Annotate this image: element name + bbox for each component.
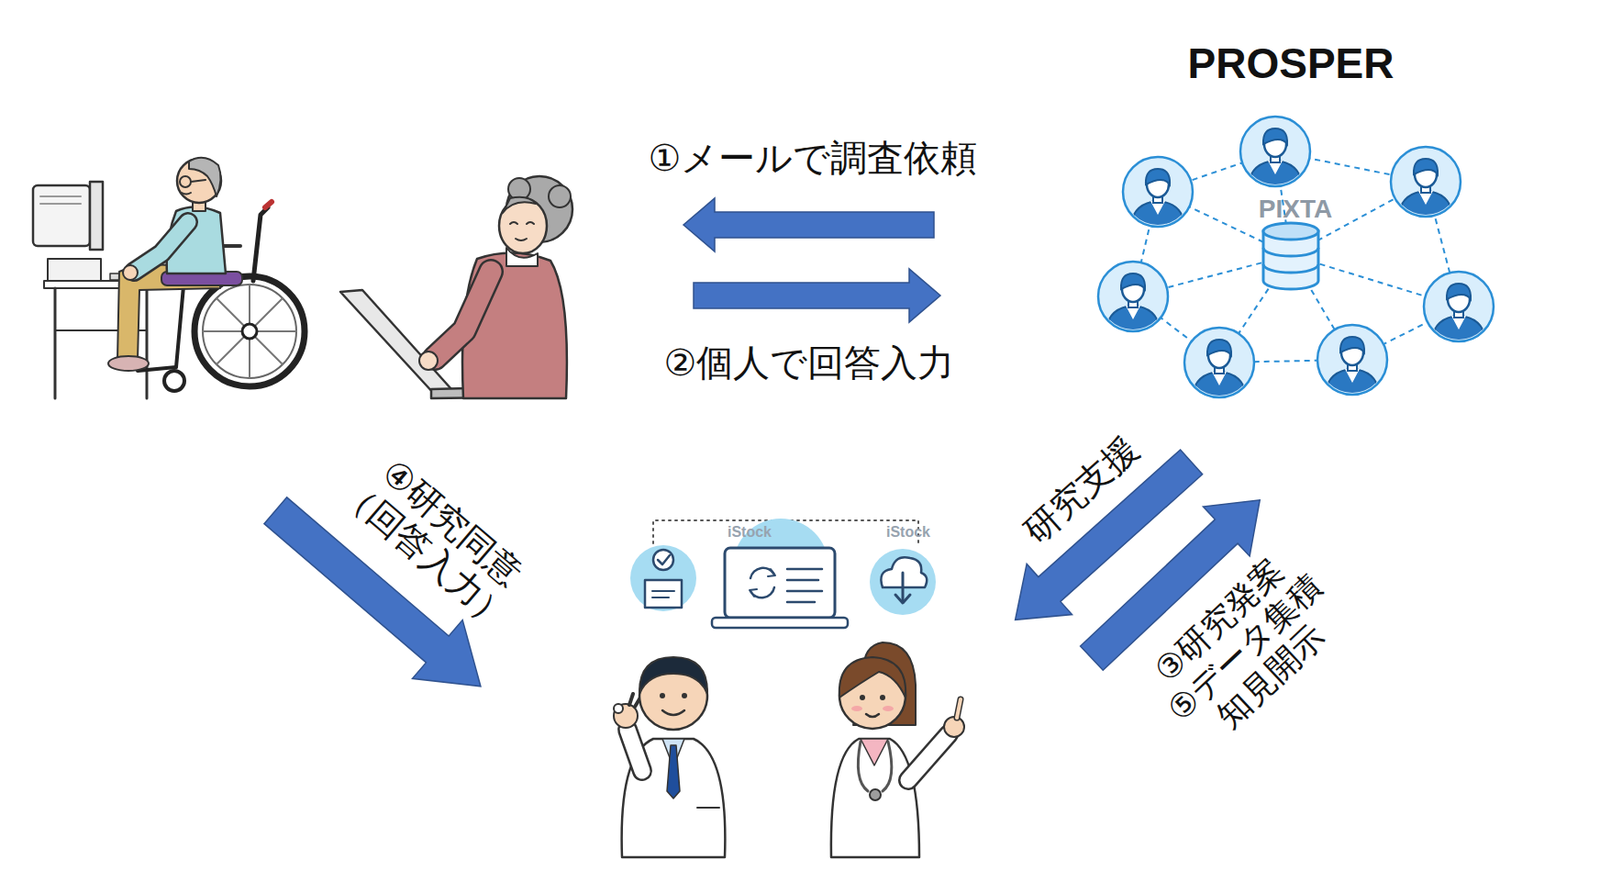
doctor-figure [831,642,965,857]
doctor-figure [613,656,725,857]
block-arrow [693,268,941,323]
group-title: PROSPER [1188,38,1395,89]
person-icon [1122,156,1193,229]
block-arrow [683,198,934,252]
person-icon [1184,327,1255,400]
researcher-group [486,513,996,872]
arrow-label: ④研究同意 （回答入力） [327,435,550,643]
person-icon [1098,261,1168,334]
research-icons [630,518,936,628]
person-icon [1423,271,1494,344]
network-group: PROSPER [954,27,1523,450]
arrow-label: ②個人で回答入力 [664,341,956,384]
user-group [36,137,675,496]
person-icon [1240,116,1311,189]
person-icon [1390,146,1461,219]
wheelchair-user-figure [33,157,305,399]
watermark: iStock [727,523,772,541]
watermark: iStock [886,523,931,541]
database-symbol [1263,222,1319,289]
network-illustration [1098,116,1494,400]
arrow-label: ③研究発案 ⑤データ集積 知見開示 [1129,533,1362,762]
laptop-user-figure [340,176,573,399]
arrow-label: ①メールで調査依頼 [648,136,978,179]
arrow-label: 研究支援 [1016,428,1147,552]
watermark: PIXTA [1258,194,1333,224]
person-icon [1317,324,1388,397]
